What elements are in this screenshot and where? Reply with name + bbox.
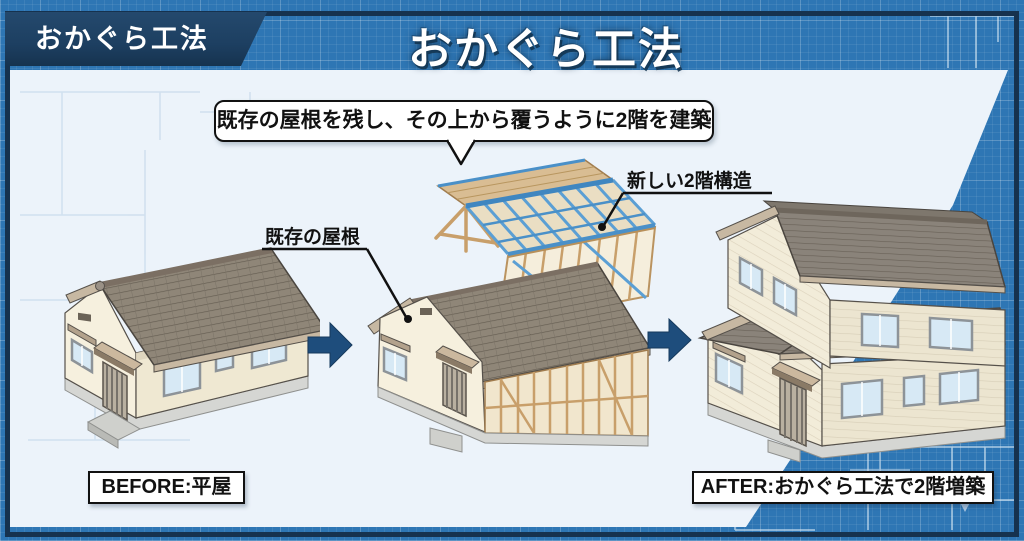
callout-text: 既存の屋根を残し、その上から覆うように2階を建築 <box>216 109 712 132</box>
badge-label: おかぐら工法 <box>35 24 209 54</box>
callout-bubble: 既存の屋根を残し、その上から覆うように2階を建築 <box>214 100 714 142</box>
house-before-illustration <box>64 247 320 449</box>
label-existing-roof: 既存の屋根 <box>265 227 361 248</box>
label-new-structure: 新しい2階構造 <box>627 171 752 192</box>
house-construction-illustration <box>367 158 657 453</box>
caption-after-text: AFTER:おかぐら工法で2階増築 <box>700 476 986 498</box>
corner-badge: おかぐら工法 <box>5 12 267 66</box>
caption-before-text: BEFORE:平屋 <box>101 476 232 498</box>
house-after-illustration <box>697 200 1007 463</box>
caption-before: BEFORE:平屋 <box>88 471 245 504</box>
page-title: おかぐら工法 <box>408 25 684 74</box>
caption-after: AFTER:おかぐら工法で2階増築 <box>692 471 994 504</box>
